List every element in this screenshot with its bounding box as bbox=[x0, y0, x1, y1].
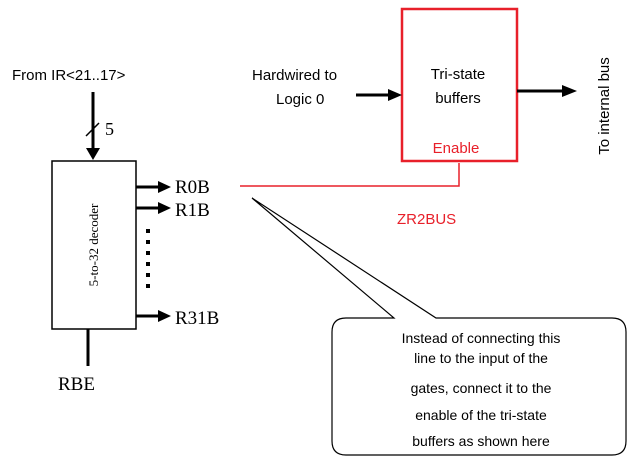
hardwired-label-line2: Logic 0 bbox=[276, 91, 324, 108]
enable-wire bbox=[240, 163, 460, 187]
output-label-r0: R0B bbox=[175, 177, 210, 198]
callout-line-3: gates, connect it to the bbox=[411, 380, 552, 396]
output-arrow-r31 bbox=[136, 310, 171, 322]
callout-line-2: line to the input of the bbox=[414, 350, 548, 366]
callout-line-1: Instead of connecting this bbox=[402, 330, 561, 346]
hardwired-arrow bbox=[356, 89, 402, 101]
internal-bus-label: To internal bus bbox=[596, 57, 613, 155]
bus-output-arrow bbox=[517, 85, 577, 97]
ellipsis-dots bbox=[146, 229, 150, 288]
callout-line-4: enable of the tri-state bbox=[415, 407, 547, 423]
input-bus-arrow bbox=[86, 92, 100, 160]
callout-text: Instead of connecting this line to the i… bbox=[402, 330, 561, 449]
callout-line-5: buffers as shown here bbox=[412, 433, 550, 449]
decoder-label: 5-to-32 decoder bbox=[86, 203, 101, 286]
output-arrow-r0 bbox=[136, 181, 171, 193]
source-label: From IR<21..17> bbox=[12, 67, 126, 84]
output-label-r31: R31B bbox=[175, 308, 219, 329]
output-arrow-r1 bbox=[136, 202, 171, 214]
bus-width-slash bbox=[85, 122, 100, 137]
zr2bus-label: ZR2BUS bbox=[397, 211, 456, 228]
tristate-buffer-box bbox=[400, 7, 519, 163]
rbe-label: RBE bbox=[58, 374, 95, 395]
buffer-label-line2: buffers bbox=[435, 90, 481, 107]
bus-width-label: 5 bbox=[105, 119, 114, 139]
buffer-label-line1: Tri-state bbox=[431, 66, 485, 83]
enable-label: Enable bbox=[433, 140, 480, 157]
callout-bubble bbox=[251, 197, 627, 456]
hardwired-label-line1: Hardwired to bbox=[252, 67, 337, 84]
decoder-box bbox=[51, 160, 137, 330]
output-label-r1: R1B bbox=[175, 200, 210, 221]
